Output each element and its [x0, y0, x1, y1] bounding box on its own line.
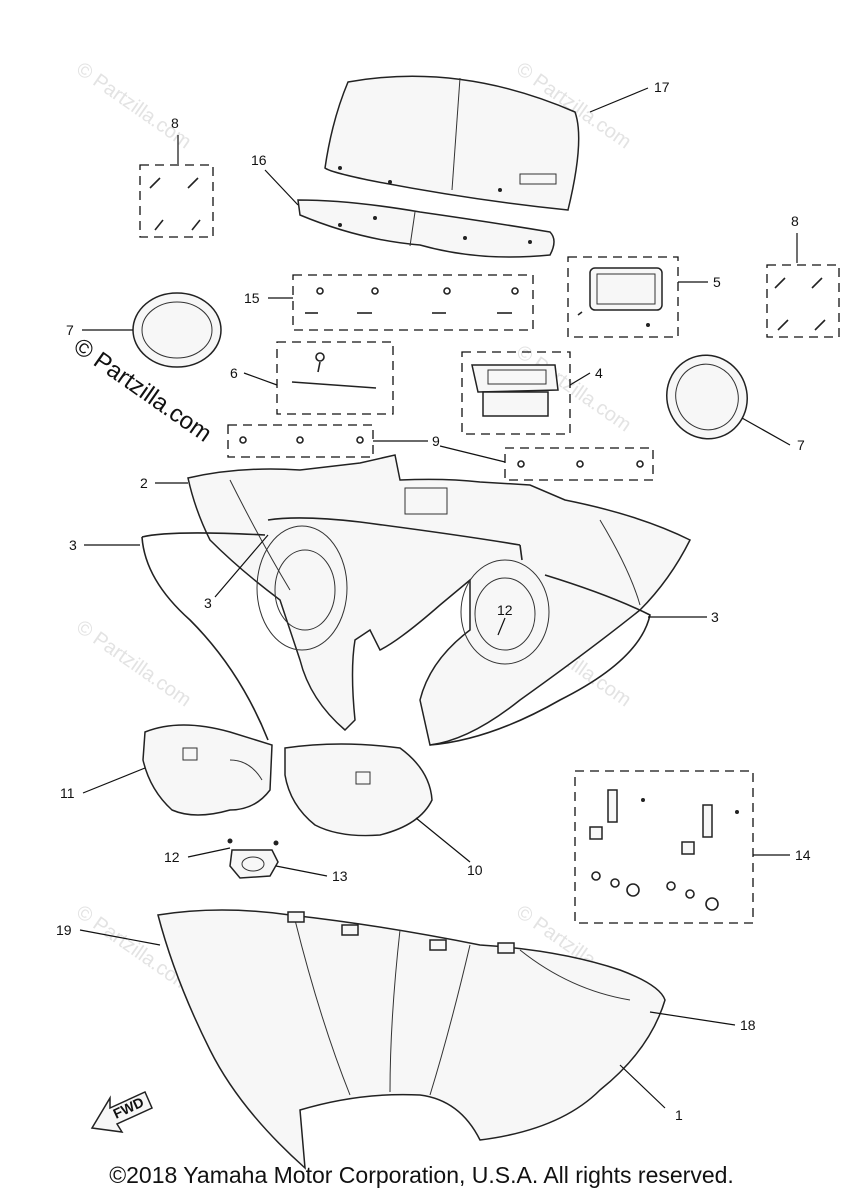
- callout-6: 6: [230, 365, 238, 381]
- part-right-inner-panel: [284, 743, 433, 837]
- callout-7: 7: [66, 322, 74, 338]
- callout-10: 10: [467, 862, 483, 878]
- part-hardware-kit: [574, 770, 754, 924]
- watermark: © Partzilla.com: [72, 58, 195, 153]
- leader-lines: [79, 87, 798, 1109]
- callout-16: 16: [251, 152, 267, 168]
- part-nut-kit-left: [227, 424, 374, 458]
- callout-3: 3: [204, 595, 212, 611]
- part-screw-kit-right: [766, 264, 840, 338]
- part-windshield: [324, 75, 580, 211]
- callout-5: 5: [713, 274, 721, 290]
- callout-4: 4: [595, 365, 603, 381]
- callout-18: 18: [740, 1017, 756, 1033]
- callout-8: 8: [171, 115, 179, 131]
- callout-14: 14: [795, 847, 811, 863]
- part-speaker-ring-right: [666, 354, 748, 440]
- callout-3: 3: [69, 537, 77, 553]
- callout-1: 1: [675, 1107, 683, 1123]
- part-nut-kit-right: [504, 447, 654, 481]
- callout-19: 19: [56, 922, 72, 938]
- part-speaker-ring-left: [132, 292, 222, 368]
- callout-11: 11: [60, 785, 75, 801]
- part-windshield-trim: [297, 199, 555, 258]
- callout-3: 3: [711, 609, 719, 625]
- part-display-frame: [567, 256, 679, 338]
- part-bracket-plate: [227, 838, 279, 879]
- callout-15: 15: [244, 290, 260, 306]
- copyright-notice: ©2018 Yamaha Motor Corporation, U.S.A. A…: [109, 1162, 734, 1188]
- part-left-inner-panel: [142, 724, 273, 816]
- callout-7: 7: [797, 437, 805, 453]
- callout-12: 12: [164, 849, 180, 865]
- watermark: © Partzilla.com: [72, 616, 195, 711]
- callout-8: 8: [791, 213, 799, 229]
- callout-12: 12: [497, 602, 513, 618]
- part-bolt-kit: [292, 274, 534, 331]
- fwd-arrow: FWD: [90, 1091, 153, 1133]
- part-edge-trim: [141, 517, 651, 746]
- part-screw-kit-left: [139, 164, 214, 238]
- part-inner-fairing: [187, 454, 692, 746]
- callout-17: 17: [654, 79, 670, 95]
- callout-2: 2: [140, 475, 148, 491]
- callout-9: 9: [432, 433, 440, 449]
- part-meter-unit: [461, 351, 571, 435]
- part-outer-fairing: [157, 909, 666, 1170]
- callout-labels: 17 8 16 8 15 5 7 6 4 7 9 2 3 3 3 12 11 1…: [56, 79, 811, 1123]
- callout-13: 13: [332, 868, 348, 884]
- part-bracket-kit: [276, 341, 394, 415]
